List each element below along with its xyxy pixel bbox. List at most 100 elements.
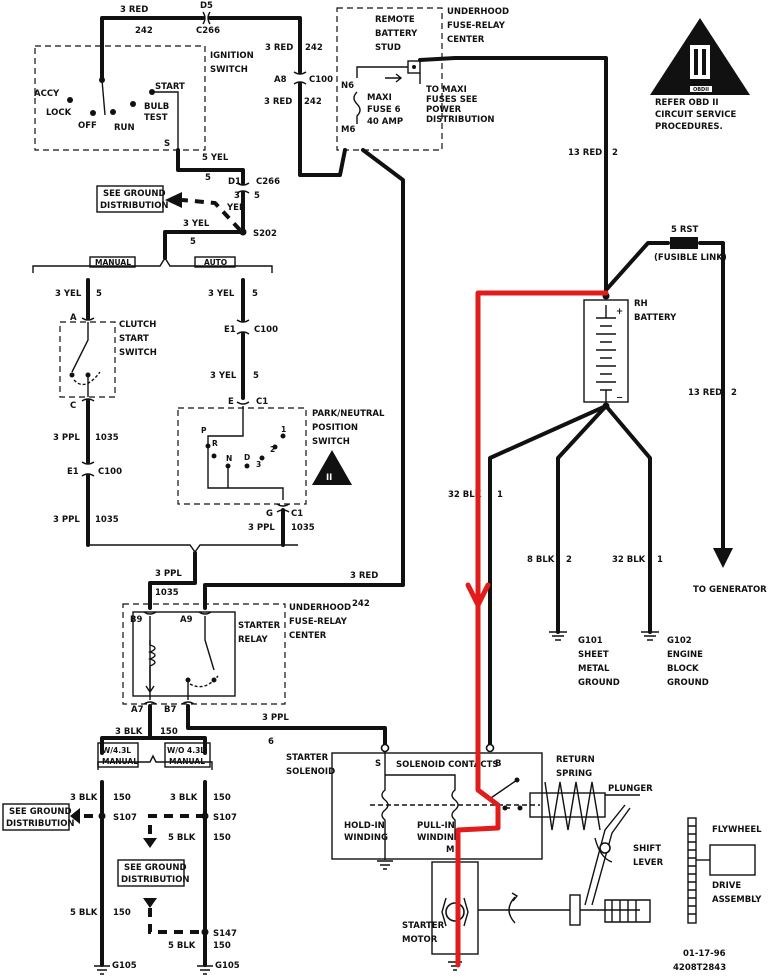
park-neutral-switch-box <box>177 407 307 505</box>
label-b2: 2 <box>612 148 618 158</box>
label-3red-left: 3 RED <box>264 97 292 107</box>
label-underhood-3: CENTER <box>447 35 485 45</box>
label-g-150-e: 150 <box>213 941 231 951</box>
ignition-switch-arm <box>101 79 106 116</box>
label-d5: D5 <box>200 1 213 11</box>
label-fusible: (FUSIBLE LINK) <box>654 253 727 263</box>
label-g101-2: METAL <box>578 664 610 674</box>
ground-arrow-down2-icon <box>143 898 157 908</box>
label-accy: ACCY <box>34 89 60 99</box>
label-rh-2: BATTERY <box>634 313 677 323</box>
label-242-top: 242 <box>135 26 153 36</box>
merge-bracket <box>88 544 298 554</box>
label-e1: E1 <box>224 325 236 335</box>
label-remote-1: REMOTE <box>375 15 415 25</box>
label-a-5-2: 5 <box>253 371 259 381</box>
label-g101-3: GROUND <box>578 678 620 688</box>
solenoid-b-terminal <box>485 743 495 753</box>
label-r-242: 242 <box>352 599 370 609</box>
clutch-contact-2 <box>85 372 91 378</box>
connector-e1-auto <box>236 319 250 335</box>
label-lock: LOCK <box>46 108 72 118</box>
shift-lever <box>584 804 631 906</box>
label-g-see-4: DISTRIBUTION <box>121 875 190 885</box>
label-m-c100: C100 <box>98 467 122 477</box>
starter-motor-rotor <box>441 897 469 927</box>
label-remote-2: BATTERY <box>375 29 418 39</box>
label-underhood-2: FUSE-RELAY <box>447 21 506 31</box>
ignition-contact-bulb <box>130 101 136 107</box>
label-g-150-c: 150 <box>213 833 231 843</box>
shift-lever-pivot <box>599 842 611 854</box>
label-bulb: BULB <box>144 102 169 112</box>
starter-motor-housing <box>431 861 479 955</box>
manual-tag <box>89 256 136 268</box>
label-c266-5: 5 <box>254 191 260 201</box>
solenoid-contact-2 <box>502 805 508 811</box>
wire-5rst <box>604 241 670 292</box>
clutch-internal <box>71 322 89 397</box>
stud-arrow <box>385 73 421 84</box>
label-maxi-dist-2: FUSES SEE <box>426 95 478 105</box>
battery-cells <box>596 305 616 402</box>
label-b1-2: 1 <box>657 555 663 565</box>
ground-symbol-g101 <box>549 631 567 641</box>
label-clutch-c: C <box>70 401 76 411</box>
obd-bar-2 <box>702 49 706 75</box>
label-pull-1: PULL-IN <box>417 821 455 831</box>
label-pn-e: E <box>228 397 234 407</box>
label-242-left: 242 <box>304 97 322 107</box>
ground-symbol-g105b <box>197 965 213 975</box>
flywheel-ring <box>687 817 697 924</box>
w43-tag <box>97 742 139 768</box>
label-d1: D1 <box>228 177 241 187</box>
label-5yel: 5 YEL <box>202 153 229 163</box>
label-g-5blk-a: 5 BLK <box>70 908 98 918</box>
label-b13red-2: 13 RED <box>688 388 722 398</box>
label-plunger: PLUNGER <box>608 784 653 794</box>
label-g-150-a: 150 <box>113 793 131 803</box>
clutch-contact-1 <box>69 372 75 378</box>
wire-3ppl-solenoid <box>186 704 387 747</box>
label-pn-g: G <box>266 509 273 519</box>
label-remote-3: STUD <box>375 43 401 53</box>
label-r-uh-1: UNDERHOOD <box>289 603 351 613</box>
ignition-contact-off <box>90 110 96 116</box>
return-spring <box>544 781 601 831</box>
ignition-start-lead <box>152 91 179 150</box>
label-pn-3n: 3 <box>256 460 261 469</box>
label-r-6: 6 <box>268 737 274 747</box>
label-ignition-2: SWITCH <box>210 65 248 75</box>
label-g105b: G105 <box>215 961 240 971</box>
label-obd-note-2: CIRCUIT SERVICE <box>655 110 736 120</box>
label-g-5blk-b: 5 BLK <box>168 833 196 843</box>
solenoid-contact-3 <box>517 805 523 811</box>
wire-3red-down <box>298 82 347 177</box>
label-pn-r: R <box>212 439 218 448</box>
label-clutch-2: START <box>119 334 149 344</box>
wire-3red-remote <box>203 148 405 610</box>
wire-neg-b <box>488 404 608 747</box>
label-b8blk: 8 BLK <box>527 555 555 565</box>
connector-e1-manual <box>81 461 95 477</box>
manual-auto-bracket <box>32 256 273 273</box>
wire-13red-remote <box>418 56 608 292</box>
flywheel-hub <box>709 844 756 876</box>
label-pull-2: WINDING <box>417 833 461 843</box>
label-g-3blk-b: 3 BLK <box>170 793 198 803</box>
label-s107b: S107 <box>213 813 237 823</box>
label-obd-note-3: PROCEDURES. <box>655 122 723 132</box>
wire-3yel-split <box>163 230 245 260</box>
battery-stud-dot <box>412 65 416 69</box>
pn-contact-d <box>244 463 250 469</box>
wire-3blk-relay <box>100 704 152 755</box>
label-ss-m: M <box>446 845 454 855</box>
ignition-contact-run <box>110 109 116 115</box>
plunger <box>529 792 606 818</box>
label-g102: G102 <box>667 636 692 646</box>
starter-motor-armature <box>445 902 465 922</box>
label-flywheel: FLYWHEEL <box>712 825 762 835</box>
relay-terminal-a7 <box>143 701 157 705</box>
label-ss-s: S <box>375 759 381 769</box>
label-start: START <box>155 82 185 92</box>
